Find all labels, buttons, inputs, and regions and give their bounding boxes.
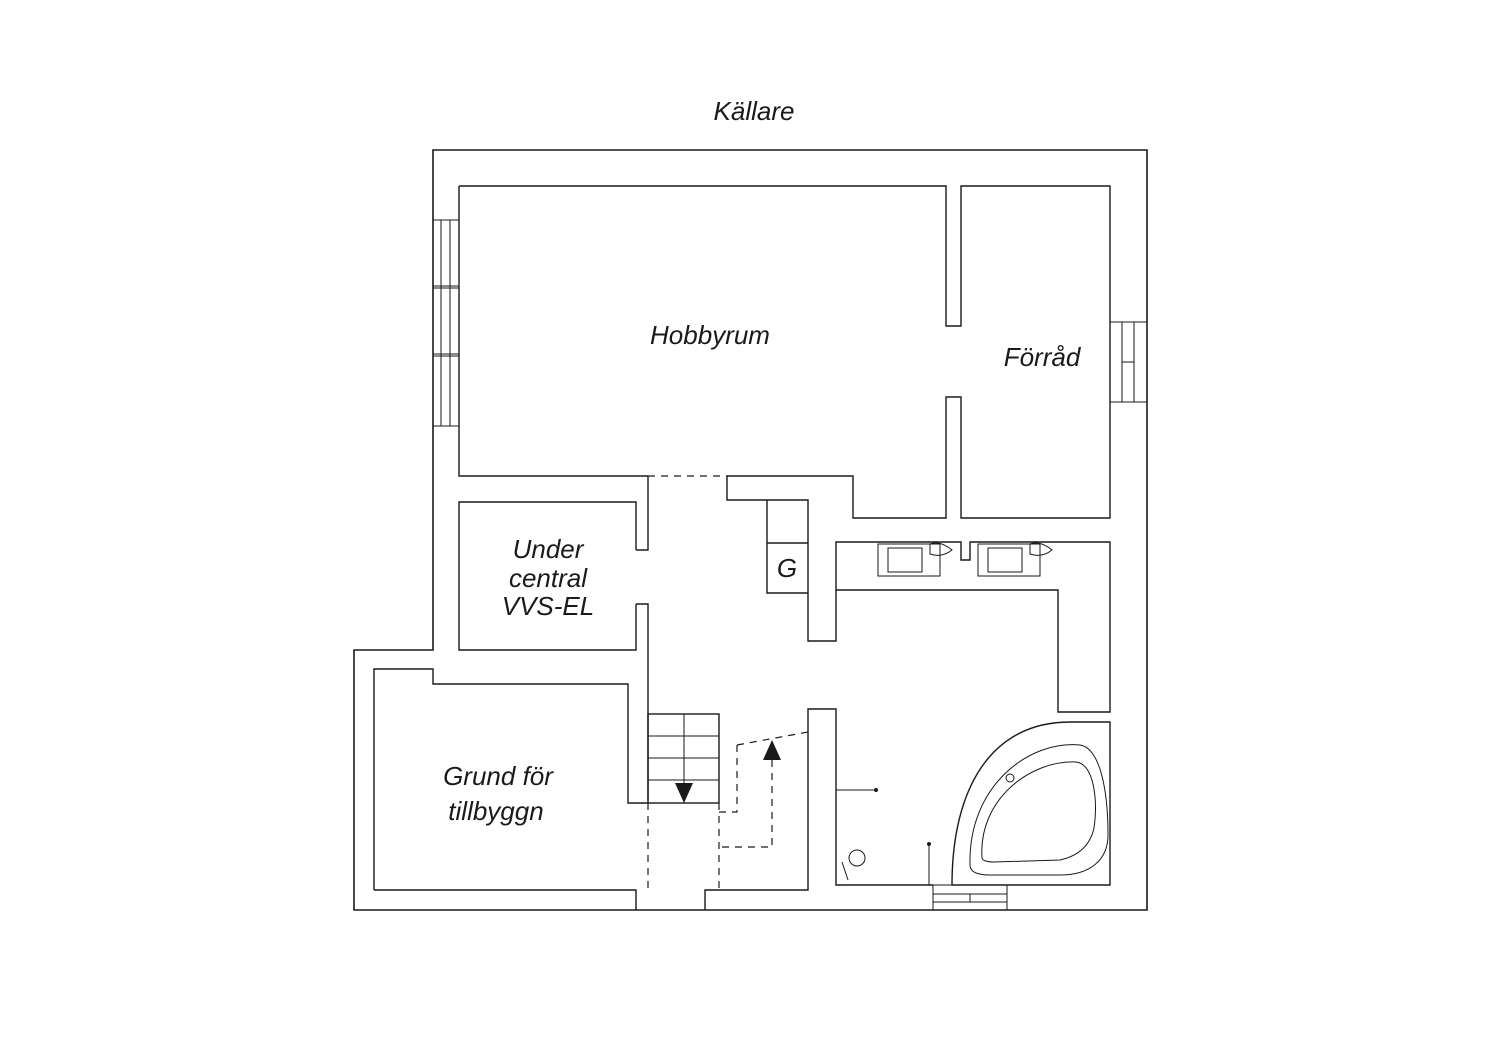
label-g-marker: G bbox=[777, 553, 797, 583]
label-hobbyrum: Hobbyrum bbox=[650, 320, 770, 350]
window-bathroom bbox=[932, 884, 1008, 911]
label-undercentral-2: central bbox=[509, 563, 588, 593]
g-box bbox=[766, 500, 808, 594]
label-forrad: Förråd bbox=[1004, 342, 1082, 372]
plan-title: Källare bbox=[714, 96, 795, 126]
bathtub bbox=[951, 721, 1111, 886]
outer-walls bbox=[353, 149, 1148, 911]
window-forrad bbox=[1109, 321, 1148, 403]
windows-left bbox=[432, 219, 460, 427]
room-grund bbox=[373, 668, 933, 910]
label-undercentral-3: VVS-EL bbox=[502, 591, 595, 621]
label-grund-1: Grund för bbox=[443, 761, 554, 791]
label-grund-2: tillbyggn bbox=[448, 796, 543, 826]
room-bathroom bbox=[835, 541, 1111, 885]
stairs bbox=[647, 713, 809, 892]
label-undercentral-1: Under bbox=[513, 534, 585, 564]
